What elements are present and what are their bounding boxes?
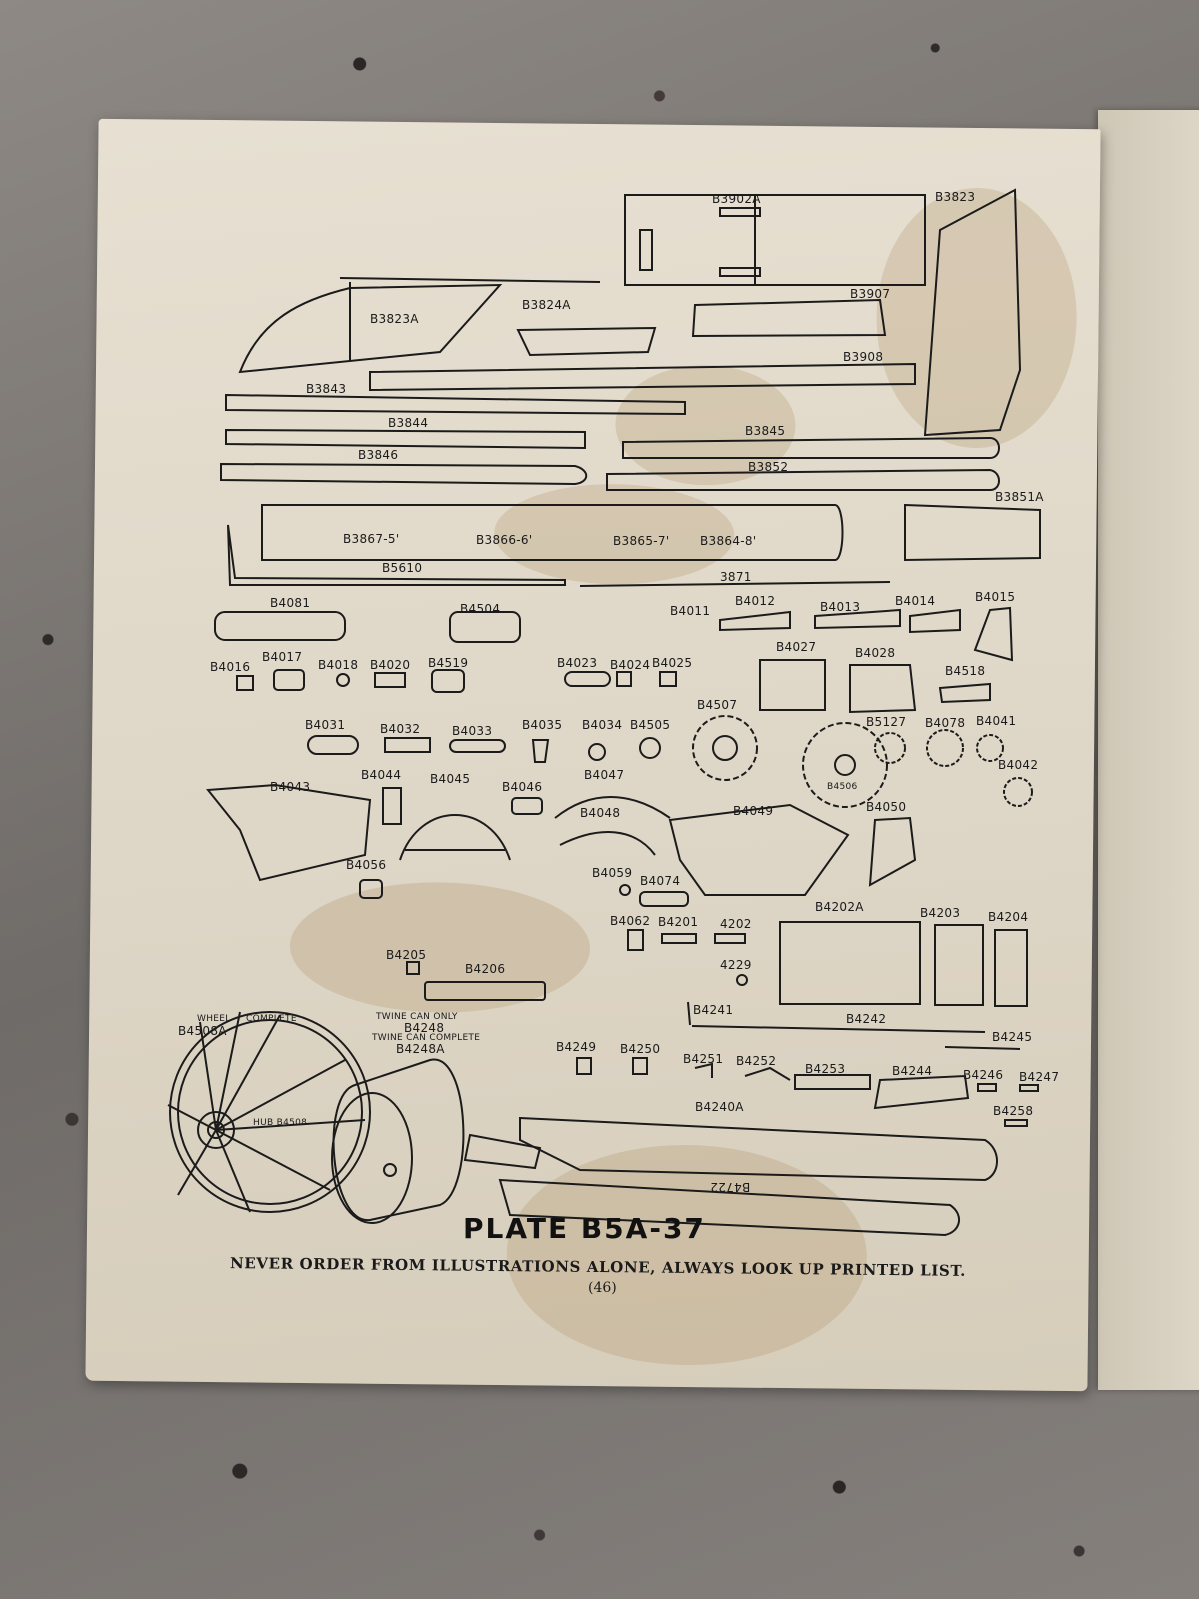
part-label: B4020	[370, 658, 411, 672]
part-label: B3824A	[522, 298, 571, 312]
part-label: B4028	[855, 646, 896, 660]
twine-can-shape	[332, 1058, 465, 1222]
part-label: B4041	[976, 714, 1017, 728]
part-label: B4017	[262, 650, 303, 664]
part-label: B3823	[935, 190, 976, 204]
part-label: B3845	[745, 424, 786, 438]
part-label: B4245	[992, 1030, 1033, 1044]
plate-title: PLATE B5A-37	[463, 1212, 706, 1245]
part-label: B4025	[652, 656, 693, 670]
wheel-label: WHEEL	[197, 1014, 231, 1024]
part-label: B3902A	[712, 192, 761, 206]
door-panel-shape	[624, 194, 926, 286]
part-label: B4519	[428, 656, 469, 670]
wheel-part-label: B4508A	[178, 1024, 227, 1038]
part-label: B4059	[592, 866, 633, 880]
shield-shape	[923, 188, 1022, 437]
part-label: B4012	[735, 594, 776, 608]
part-label: B4047	[584, 768, 625, 782]
part-label: B4056	[346, 858, 387, 872]
part-label: B4015	[975, 590, 1016, 604]
part-label: B3843	[306, 382, 347, 396]
part-label: B4074	[640, 874, 681, 888]
part-label: B3908	[843, 350, 884, 364]
part-label: B4031	[305, 718, 346, 732]
part-label: B4045	[430, 772, 471, 786]
twine-can-only-label: TWINE CAN ONLY	[376, 1012, 458, 1022]
part-label: B5610	[382, 561, 423, 575]
twine-can-only-part: B4248	[404, 1021, 445, 1035]
divider-shape	[238, 283, 503, 374]
part-label: 4229	[720, 958, 752, 972]
part-label: B4011	[670, 604, 711, 618]
part-label: B4034	[582, 718, 623, 732]
part-label: B4035	[522, 718, 563, 732]
part-label: B4043	[270, 780, 311, 794]
part-label: 4202	[720, 917, 752, 931]
part-label: B4252	[736, 1054, 777, 1068]
part-label: B4203	[920, 906, 961, 920]
part-label: B4206	[465, 962, 506, 976]
part-label: B3865-7'	[613, 534, 670, 548]
hub-label: HUB B4508	[253, 1118, 308, 1128]
part-label: B4251	[683, 1052, 724, 1066]
part-label: B4050	[866, 800, 907, 814]
part-label: B4018	[318, 658, 359, 672]
part-label: B4240A	[695, 1100, 744, 1114]
twine-can-complete-part: B4248A	[396, 1042, 445, 1056]
part-label: B3866-6'	[476, 533, 533, 547]
part-label: B4247	[1019, 1070, 1060, 1084]
part-label: B4032	[380, 722, 421, 736]
part-label: B4250	[620, 1042, 661, 1056]
part-label: B4062	[610, 914, 651, 928]
part-label: B3852	[748, 460, 789, 474]
part-label: B4081	[270, 596, 311, 610]
part-label: B4504	[460, 602, 501, 616]
part-label: B4027	[776, 640, 817, 654]
page-number: (46)	[588, 1280, 617, 1296]
part-label: B4249	[556, 1040, 597, 1054]
part-label: B4023	[557, 656, 598, 670]
part-label: B4048	[580, 806, 621, 820]
part-label: 3871	[720, 570, 752, 584]
part-label: B4042	[998, 758, 1039, 772]
part-label: B4722	[710, 1180, 751, 1194]
part-label: B4205	[386, 948, 427, 962]
part-label: B4046	[502, 780, 543, 794]
part-label: B4241	[693, 1003, 734, 1017]
part-label: B4202A	[815, 900, 864, 914]
complete-label: COMPLETE	[246, 1014, 297, 1024]
part-label: B4244	[892, 1064, 933, 1078]
part-label: B4201	[658, 915, 699, 929]
part-label: B4033	[452, 724, 493, 738]
twine-can-complete-label: TWINE CAN COMPLETE	[372, 1033, 481, 1043]
wheel-shape	[169, 1011, 371, 1213]
part-label: B4253	[805, 1062, 846, 1076]
part-label: B3851A	[995, 490, 1044, 504]
part-label: B3907	[850, 287, 891, 301]
part-label: B4016	[210, 660, 251, 674]
part-label: B4506	[827, 782, 858, 792]
part-label: B3864-8'	[700, 534, 757, 548]
part-label: B3823A	[370, 312, 419, 326]
part-label: B3867-5'	[343, 532, 400, 546]
part-label: B3844	[388, 416, 429, 430]
part-label: B4518	[945, 664, 986, 678]
part-label: B4258	[993, 1104, 1034, 1118]
part-label: B4049	[733, 804, 774, 818]
part-label: B4013	[820, 600, 861, 614]
part-label: B4505	[630, 718, 671, 732]
part-label: B4024	[610, 658, 651, 672]
part-label: B4044	[361, 768, 402, 782]
facing-page	[1098, 110, 1199, 1390]
part-label: B5127	[866, 715, 907, 729]
part-label: B4242	[846, 1012, 887, 1026]
part-label: B4078	[925, 716, 966, 730]
part-label: B4204	[988, 910, 1029, 924]
part-label: B4014	[895, 594, 936, 608]
part-label: B4246	[963, 1068, 1004, 1082]
part-label: B3846	[358, 448, 399, 462]
part-label: B4507	[697, 698, 738, 712]
